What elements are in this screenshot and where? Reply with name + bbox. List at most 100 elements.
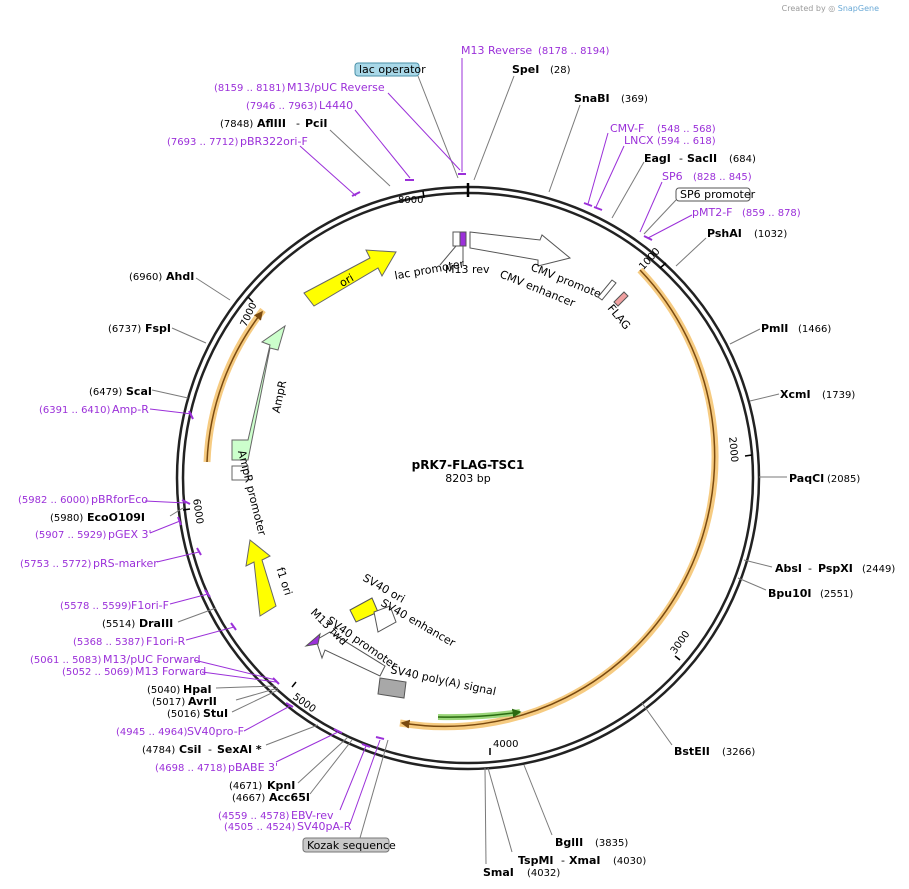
site-bglii[interactable]: BglII (3835) [523,764,628,849]
primer-name: M13/pUC Forward [103,653,201,666]
site-name: StuI [203,707,228,720]
primer-pbrforeco[interactable]: (5982 .. 6000) pBRforEco [18,493,191,506]
site-coord: (1032) [754,229,787,240]
primer-coord: (5578 .. 5599) [60,601,132,612]
primer-name: pGEX 3' [108,528,152,541]
primer-pgex-3[interactable]: (5907 .. 5929) pGEX 3' [35,516,182,541]
primer-coord: (4698 .. 4718) [155,763,227,774]
primer-ebv-rev[interactable]: (4559 .. 4578) EBV-rev [218,743,371,822]
primer-lncx[interactable]: LNCX (594 .. 618) [593,134,716,211]
site-tspmi-xmai[interactable]: TspMI - XmaI (4030) [487,767,646,867]
primer-sp6[interactable]: SP6 (828 .. 845) [639,170,752,233]
site-dash: - [561,854,565,867]
sv40-polya-label: SV40 poly(A) signal [389,663,497,698]
primer-coord: (5982 .. 6000) [18,495,90,506]
primer-coord: (5052 .. 5069) [62,667,134,678]
site-draiii[interactable]: (5514) DraIII [102,607,217,630]
primer-coord: (5368 .. 5387) [73,637,145,648]
primer-coord: (6391 .. 6410) [39,405,111,416]
primer-coord: (4945 .. 4964) [116,727,188,738]
snapgene-credit: Created by ◎ SnapGene [782,4,879,13]
lac-operator-label[interactable]: lac operator [354,62,459,179]
sp6-promoter-label[interactable]: SP6 promoter [643,187,756,235]
site-eagi-sacii[interactable]: EagI - SacII (684) [611,152,756,219]
site-name: KpnI [267,779,295,792]
site-snabi[interactable]: SnaBI (369) [548,92,648,193]
primer-m13-forward[interactable]: (5052 .. 5069) M13 Forward [62,665,280,685]
ampr-promoter-label: AmpR promoter [235,449,269,537]
primer-f1ori-r[interactable]: (5368 .. 5387) F1ori-R [73,622,237,648]
ori-feature: ori [303,249,397,307]
primer-coord: (5907 .. 5929) [35,530,107,541]
primer-m13-puc-forward[interactable]: (5061 .. 5083) M13/pUC Forward [30,653,277,681]
primer-pmt2-f[interactable]: pMT2-F (859 .. 878) [643,206,801,241]
primer-amp-r[interactable]: (6391 .. 6410) Amp-R [39,403,194,420]
site-coord: (4032) [527,868,560,879]
primer-coord: (548 .. 568) [657,124,716,135]
site-ecoo109i[interactable]: (5980) EcoO109I [50,507,184,524]
site-pmli[interactable]: PmlI (1466) [729,322,831,345]
site-pshai[interactable]: PshAI (1032) [675,227,787,267]
site-name-2: SexAI * [217,743,262,756]
kozak-sequence-label[interactable]: Kozak sequence [302,739,396,853]
site-coord: (4784) [142,745,175,756]
site-coord: (3266) [722,747,755,758]
lac-operator-text: lac operator [359,63,426,76]
site-hpai[interactable]: (5040) HpaI [147,683,276,696]
site-bpu10i[interactable]: Bpu10I (2551) [737,577,853,600]
site-coord: (4030) [613,856,646,867]
primer-name: CMV-F [610,122,644,135]
site-csii-sexai[interactable]: (4784) CsiI - SexAI * [142,724,319,756]
site-name-2: PciI [305,117,327,130]
primer-name: SV40pA-R [297,820,352,833]
primer-m13-reverse[interactable]: M13 Reverse (8178 .. 8194) [458,44,610,175]
site-name: SmaI [483,866,514,879]
primer-name: M13 Reverse [461,44,532,57]
site-paqci[interactable]: PaqCI (2085) [759,472,860,485]
site-ahdi[interactable]: (6960) AhdI [129,270,231,301]
site-coord: (6960) [129,272,162,283]
primer-name: M13 Forward [135,665,206,678]
site-acc65i[interactable]: (4667) Acc65I [232,739,353,804]
site-spei[interactable]: SpeI (28) [473,63,571,181]
primer-coord: (4559 .. 4578) [218,811,290,822]
primer-cmv-f[interactable]: CMV-F (548 .. 568) [583,122,716,207]
site-stui[interactable]: (5016) StuI [167,689,279,720]
site-coord: (369) [621,94,648,105]
primer-prs-marker[interactable]: (5753 .. 5772) pRS-marker [20,547,202,570]
site-bsteii[interactable]: BstEII (3266) [641,702,755,758]
site-xcmi[interactable]: XcmI (1739) [749,388,855,402]
primer-name: F1ori-F [131,599,169,612]
site-coord: (6737) [108,324,141,335]
site-name: XcmI [780,388,811,401]
primer-l4440[interactable]: (7946 .. 7963) L4440 [246,99,414,181]
site-name: TspMI [518,854,554,867]
primer-f1ori-f[interactable]: (5578 .. 5599) F1ori-F [60,589,211,612]
site-afliii-pcii[interactable]: (7848) AflIII - PciI [220,117,391,187]
ampr-label: AmpR [270,379,290,414]
primer-coord: (594 .. 618) [657,136,716,147]
primer-coord: (5061 .. 5083) [30,655,102,666]
site-fspi[interactable]: (6737) FspI [108,322,207,344]
primer-coord: (8178 .. 8194) [538,46,610,57]
flag-label: FLAG [605,302,633,332]
primer-name: M13/pUC Reverse [287,81,385,94]
primer-name: pBRforEco [91,493,148,506]
primer-coord: (8159 .. 8181) [214,83,286,94]
site-dash: - [808,562,812,575]
primer-pbabe-3[interactable]: (4698 .. 4718) pBABE 3' [155,728,343,774]
site-coord: (28) [550,65,571,76]
primer-pbr322ori-f[interactable]: (7693 .. 7712) pBR322ori-F [167,135,361,197]
kozak-text: Kozak sequence [307,839,396,852]
site-absi-pspxi[interactable]: AbsI - PspXI (2449) [743,559,895,575]
site-smai[interactable]: SmaI (4032) [483,767,560,879]
ruler-label-8000: 8000 [398,195,423,206]
site-scai[interactable]: (6479) ScaI [89,385,189,399]
primer-sv40pro-f[interactable]: (4945 .. 4964) SV40pro-F [116,702,294,738]
site-avrii[interactable]: (5017) AvrII [152,687,279,708]
primer-sv40pa-r[interactable]: (4505 .. 4524) SV40pA-R [224,736,385,833]
site-kpni[interactable]: (4671) KpnI [229,736,349,792]
primer-name: LNCX [624,134,654,147]
primer-m13-puc-reverse[interactable]: (8159 .. 8181) M13/pUC Reverse [214,81,461,171]
site-coord: (5980) [50,513,83,524]
